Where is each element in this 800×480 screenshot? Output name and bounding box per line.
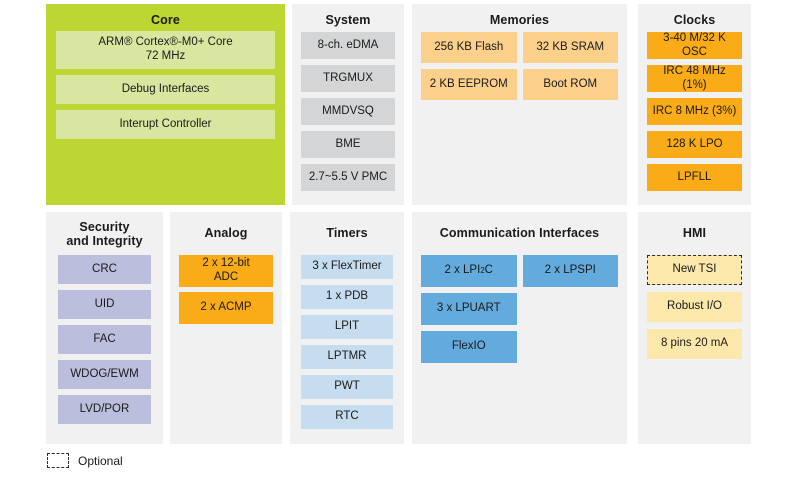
panel-hmi-title: HMI [682, 226, 707, 240]
block-fac[interactable]: FAC [58, 325, 151, 354]
panel-clocks-blocks: 3-40 M/32 K OSC IRC 48 MHz (1%) IRC 8 MH… [647, 32, 742, 191]
panel-timers-title: Timers [326, 226, 368, 240]
panel-security-and-integrity: Security and Integrity CRC UID FAC WDOG/… [46, 212, 163, 444]
panel-security-title: Security and Integrity [66, 220, 143, 249]
panel-analog: Analog 2 x 12-bit ADC 2 x ACMP [170, 212, 282, 444]
block-arm-cortex-m0-core[interactable]: ARM® Cortex®-M0+ Core 72 MHz [56, 31, 275, 69]
panel-core-blocks: ARM® Cortex®-M0+ Core 72 MHz Debug Inter… [56, 31, 275, 139]
block-bme[interactable]: BME [301, 131, 395, 158]
block-lvd-por[interactable]: LVD/POR [58, 395, 151, 424]
block-pmc[interactable]: 2.7~5.5 V PMC [301, 164, 395, 191]
dashed-box-swatch [47, 453, 69, 468]
panel-clocks-title: Clocks [673, 13, 716, 27]
block-lptmr[interactable]: LPTMR [301, 345, 393, 369]
block-wdog-ewm[interactable]: WDOG/EWM [58, 360, 151, 389]
block-trgmux[interactable]: TRGMUX [301, 65, 395, 92]
panel-analog-blocks: 2 x 12-bit ADC 2 x ACMP [179, 255, 273, 324]
panel-memories-title: Memories [489, 13, 550, 27]
block-8ch-edma[interactable]: 8-ch. eDMA [301, 32, 395, 59]
panel-security-blocks: CRC UID FAC WDOG/EWM LVD/POR [58, 255, 151, 424]
block-pwt[interactable]: PWT [301, 375, 393, 399]
block-lpit[interactable]: LPIT [301, 315, 393, 339]
block-2x-12bit-adc[interactable]: 2 x 12-bit ADC [179, 255, 273, 287]
panel-memories: Memories 256 KB Flash 32 KB SRAM 2 KB EE… [412, 4, 627, 205]
block-robust-io[interactable]: Robust I/O [647, 292, 742, 322]
panel-core: Core ARM® Cortex®-M0+ Core 72 MHz Debug … [46, 4, 285, 205]
block-flexio[interactable]: FlexIO [421, 331, 517, 363]
panel-hmi-blocks: New TSI Robust I/O 8 pins 20 mA [647, 255, 742, 359]
block-2x-lpspi[interactable]: 2 x LPSPI [522, 255, 618, 287]
block-3x-flextimer[interactable]: 3 x FlexTimer [301, 255, 393, 279]
legend-optional: Optional [47, 453, 123, 468]
block-rtc[interactable]: RTC [301, 405, 393, 429]
block-8-pins-20ma[interactable]: 8 pins 20 mA [647, 329, 742, 359]
panel-system: System 8-ch. eDMA TRGMUX MMDVSQ BME 2.7~… [292, 4, 404, 205]
panel-clocks: Clocks 3-40 M/32 K OSC IRC 48 MHz (1%) I… [638, 4, 751, 205]
block-debug-interfaces[interactable]: Debug Interfaces [56, 75, 275, 104]
block-256kb-flash[interactable]: 256 KB Flash [421, 32, 517, 63]
block-3-40m-32k-osc[interactable]: 3-40 M/32 K OSC [647, 32, 742, 59]
panel-system-title: System [325, 13, 371, 27]
block-32kb-sram[interactable]: 32 KB SRAM [522, 32, 618, 63]
panel-timers-blocks: 3 x FlexTimer 1 x PDB LPIT LPTMR PWT RTC [301, 255, 393, 429]
panel-analog-title: Analog [204, 226, 248, 240]
block-irc-48mhz[interactable]: IRC 48 MHz (1%) [647, 65, 742, 92]
panel-system-blocks: 8-ch. eDMA TRGMUX MMDVSQ BME 2.7~5.5 V P… [301, 32, 395, 191]
comm-spacer [523, 293, 619, 325]
panel-timers: Timers 3 x FlexTimer 1 x PDB LPIT LPTMR … [290, 212, 404, 444]
legend-optional-label: Optional [78, 453, 123, 468]
block-1x-pdb[interactable]: 1 x PDB [301, 285, 393, 309]
block-2kb-eeprom[interactable]: 2 KB EEPROM [421, 69, 517, 100]
panel-core-title: Core [151, 13, 180, 27]
panel-memories-blocks: 256 KB Flash 32 KB SRAM 2 KB EEPROM Boot… [421, 32, 618, 100]
panel-hmi: HMI New TSI Robust I/O 8 pins 20 mA [638, 212, 751, 444]
block-crc[interactable]: CRC [58, 255, 151, 284]
block-mmdvsq[interactable]: MMDVSQ [301, 98, 395, 125]
block-uid[interactable]: UID [58, 290, 151, 319]
block-interupt-controller[interactable]: Interupt Controller [56, 110, 275, 139]
block-boot-rom[interactable]: Boot ROM [522, 69, 618, 100]
block-new-tsi[interactable]: New TSI [647, 255, 742, 285]
block-128k-lpo[interactable]: 128 K LPO [647, 131, 742, 158]
block-lpfll[interactable]: LPFLL [647, 164, 742, 191]
block-irc-8mhz[interactable]: IRC 8 MHz (3%) [647, 98, 742, 125]
block-3x-lpuart[interactable]: 3 x LPUART [421, 293, 517, 325]
panel-communication-title: Communication Interfaces [439, 226, 600, 240]
block-2x-acmp[interactable]: 2 x ACMP [179, 292, 273, 324]
